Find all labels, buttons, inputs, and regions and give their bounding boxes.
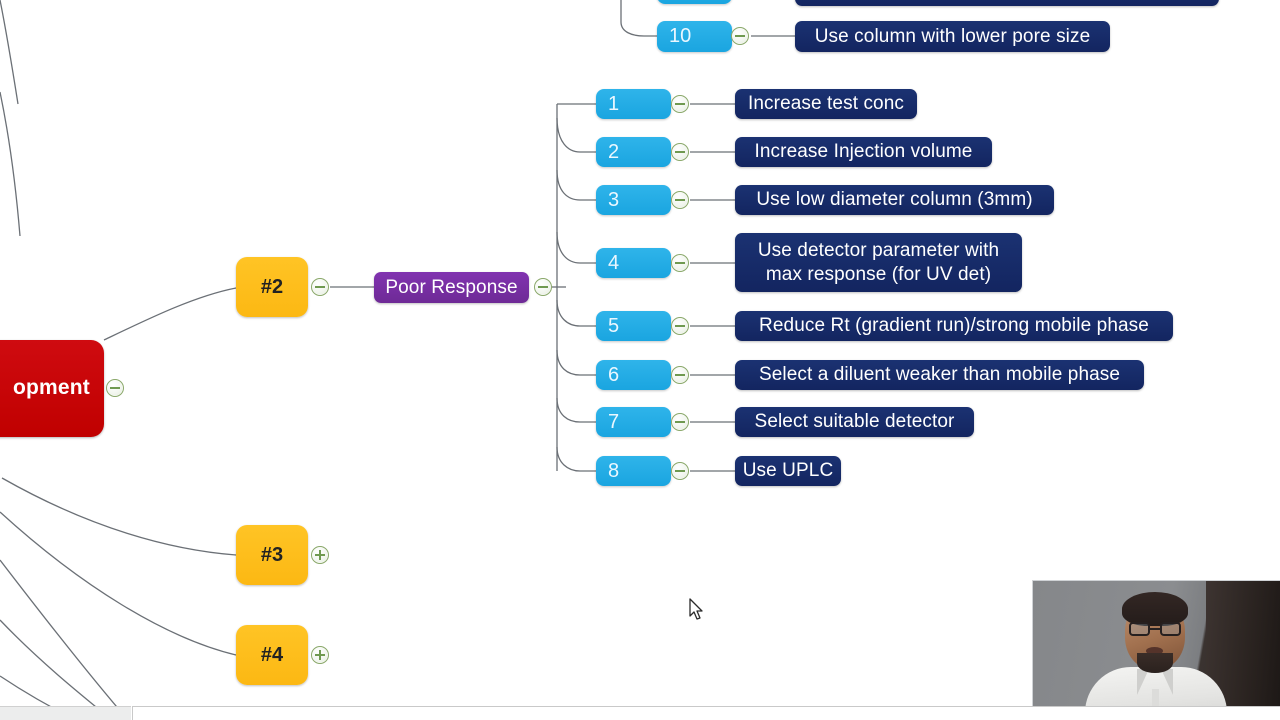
collapse-toggle-branch-5[interactable] — [671, 317, 689, 335]
mouse-cursor — [689, 598, 703, 620]
index-chip-1-label: 1 — [608, 92, 620, 115]
detail-box-6-label: Select a diluent weaker than mobile phas… — [758, 364, 1121, 386]
presenter-glasses — [1129, 622, 1181, 636]
index-chip-10[interactable]: 10 — [657, 21, 732, 52]
topic-node-2-label: #2 — [260, 275, 284, 298]
collapse-toggle-topic-2[interactable] — [311, 278, 329, 296]
expand-toggle-topic-3[interactable] — [311, 546, 329, 564]
index-chip-8-label: 8 — [608, 459, 620, 482]
detail-box-3-label: Use low diameter column (3mm) — [756, 189, 1033, 211]
collapse-toggle-branch-1[interactable] — [671, 95, 689, 113]
topic-node-4-label: #4 — [260, 643, 284, 666]
index-chip-8[interactable]: 8 — [596, 456, 671, 486]
index-chip-cropped-top[interactable] — [657, 0, 732, 4]
presenter-shirt-placket — [1152, 689, 1159, 720]
collapse-toggle-branch-8[interactable] — [671, 462, 689, 480]
presenter-beard — [1137, 653, 1173, 673]
topic-node-4[interactable]: #4 — [236, 625, 308, 685]
detail-box-1[interactable]: Increase test conc — [735, 89, 917, 119]
presenter-collar-right — [1161, 669, 1173, 695]
detail-box-7-label: Select suitable detector — [754, 411, 955, 433]
presenter-collar-left — [1137, 669, 1149, 695]
index-chip-5[interactable]: 5 — [596, 311, 671, 341]
detail-box-5[interactable]: Reduce Rt (gradient run)/strong mobile p… — [735, 311, 1173, 341]
topic-node-2[interactable]: #2 — [236, 257, 308, 317]
detail-box-10-label: Use column with lower pore size — [814, 25, 1091, 47]
presenter-hair — [1122, 592, 1188, 626]
index-chip-6-label: 6 — [608, 363, 620, 386]
taskbar-left-strip — [0, 706, 131, 720]
taskbar-right-strip — [132, 706, 1280, 720]
collapse-toggle-branch-7[interactable] — [671, 413, 689, 431]
detail-box-6[interactable]: Select a diluent weaker than mobile phas… — [735, 360, 1144, 390]
detail-box-2-label: Increase Injection volume — [754, 141, 973, 163]
detail-box-1-label: Increase test conc — [748, 93, 904, 115]
index-chip-4[interactable]: 4 — [596, 248, 671, 278]
index-chip-1[interactable]: 1 — [596, 89, 671, 119]
index-chip-7-label: 7 — [608, 410, 620, 433]
collapse-toggle-poor-response[interactable] — [534, 278, 552, 296]
presenter-mouth — [1146, 647, 1163, 655]
detail-box-cropped-top[interactable] — [795, 0, 1219, 6]
root-node-label: opment — [12, 376, 90, 400]
detail-box-4-line-2: max response (for UV det) — [765, 263, 992, 285]
collapse-toggle-branch-6[interactable] — [671, 366, 689, 384]
collapse-toggle-branch-4[interactable] — [671, 254, 689, 272]
detail-box-4[interactable]: Use detector parameter with max response… — [735, 233, 1022, 292]
expand-toggle-topic-4[interactable] — [311, 646, 329, 664]
collapse-toggle-branch-2[interactable] — [671, 143, 689, 161]
detail-box-2[interactable]: Increase Injection volume — [735, 137, 992, 167]
index-chip-2[interactable]: 2 — [596, 137, 671, 167]
index-chip-5-label: 5 — [608, 314, 620, 337]
index-chip-7[interactable]: 7 — [596, 407, 671, 437]
topic-node-3-label: #3 — [260, 543, 284, 566]
detail-box-4-line-1: Use detector parameter with — [757, 240, 1000, 262]
topic-node-3[interactable]: #3 — [236, 525, 308, 585]
index-chip-3-label: 3 — [608, 188, 620, 211]
presenter-video-overlay[interactable] — [1032, 580, 1280, 720]
detail-box-5-label: Reduce Rt (gradient run)/strong mobile p… — [759, 315, 1149, 337]
detail-box-7[interactable]: Select suitable detector — [735, 407, 974, 437]
index-chip-3[interactable]: 3 — [596, 185, 671, 215]
detail-box-8-label: Use UPLC — [742, 460, 834, 482]
index-chip-6[interactable]: 6 — [596, 360, 671, 390]
subtopic-node-label: Poor Response — [385, 276, 518, 298]
subtopic-node-poor-response[interactable]: Poor Response — [374, 272, 529, 303]
root-node[interactable]: opment — [0, 340, 104, 437]
index-chip-10-label: 10 — [669, 25, 692, 47]
collapse-toggle-root[interactable] — [106, 379, 124, 397]
collapse-toggle-10[interactable] — [731, 27, 749, 45]
index-chip-4-label: 4 — [608, 251, 620, 274]
detail-box-3[interactable]: Use low diameter column (3mm) — [735, 185, 1054, 215]
index-chip-2-label: 2 — [608, 140, 620, 163]
collapse-toggle-branch-3[interactable] — [671, 191, 689, 209]
detail-box-8[interactable]: Use UPLC — [735, 456, 841, 486]
detail-box-10[interactable]: Use column with lower pore size — [795, 21, 1110, 52]
